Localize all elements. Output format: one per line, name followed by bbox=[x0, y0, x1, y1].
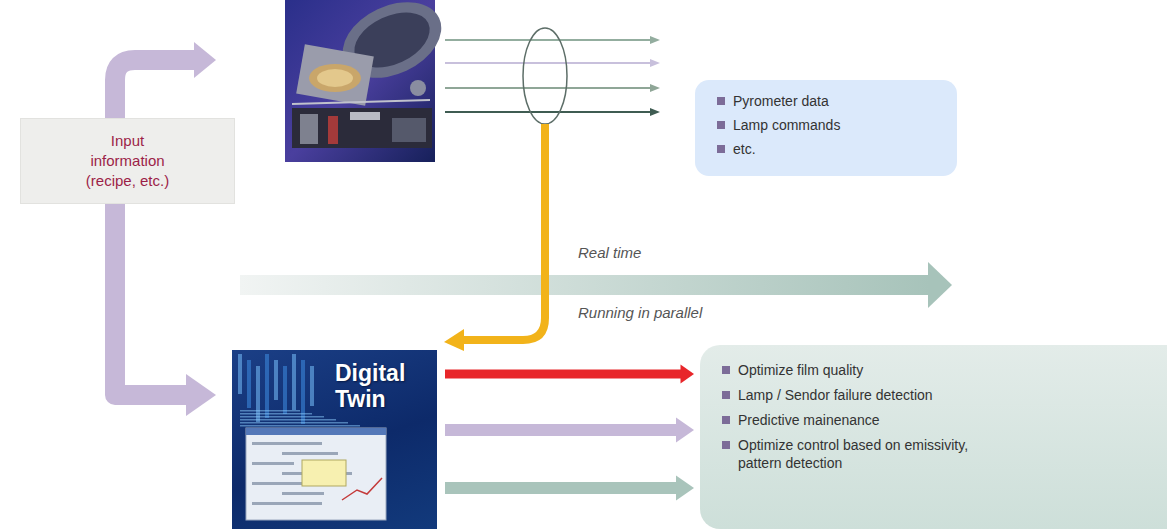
bullet-text: Optimize control based on emissivity, pa… bbox=[738, 436, 1010, 472]
flow-label: Running in parallel bbox=[578, 304, 702, 322]
benefit-box: Optimize film qualityLamp / Sendor failu… bbox=[700, 345, 1167, 529]
bullet-text: etc. bbox=[733, 140, 756, 158]
bullet-square bbox=[722, 441, 730, 449]
parallel-tap-arrow bbox=[444, 124, 545, 351]
bullet-square bbox=[722, 366, 730, 374]
input-text: Input information (recipe, etc.) bbox=[73, 131, 183, 191]
bullet-item: Lamp / Sendor failure detection bbox=[722, 386, 1151, 404]
equipment-photo bbox=[285, 0, 453, 162]
data-box: Pyrometer dataLamp commands etc. bbox=[695, 80, 957, 176]
bullet-square bbox=[717, 121, 725, 129]
bullet-text: Pyrometer data bbox=[733, 92, 829, 110]
bullet-square bbox=[717, 145, 725, 153]
flow-connector bbox=[445, 417, 694, 442]
bullet-text: Lamp commands bbox=[733, 116, 840, 134]
flow-connector bbox=[115, 204, 216, 416]
bullet-text: Lamp / Sendor failure detection bbox=[738, 386, 933, 404]
digital-twin-box: Digital Twin bbox=[232, 350, 437, 529]
bullet-square bbox=[722, 391, 730, 399]
bullet-text: Optimize film quality bbox=[738, 361, 863, 379]
bullet-text: Predictive mainenance bbox=[738, 411, 880, 429]
bullet-square bbox=[717, 97, 725, 105]
signal-lines bbox=[445, 28, 660, 124]
real-time-arrow bbox=[240, 262, 952, 308]
input-box: Input information (recipe, etc.) bbox=[20, 118, 235, 204]
twin-title: Digital Twin bbox=[335, 360, 427, 412]
bullet-square bbox=[722, 416, 730, 424]
bullet-item: Pyrometer data bbox=[717, 92, 941, 110]
digital-twin-art bbox=[232, 350, 437, 529]
flow-label: Real time bbox=[578, 244, 641, 262]
bullet-item: Predictive mainenance bbox=[722, 411, 1151, 429]
flow-connector bbox=[445, 475, 694, 500]
input-to-tool-arrow bbox=[115, 42, 216, 118]
bullet-item: Optimize control based on emissivity, pa… bbox=[722, 436, 1151, 472]
bullet-item: Optimize film quality bbox=[722, 361, 1151, 379]
flow-connector bbox=[445, 365, 694, 384]
bullet-item: etc. bbox=[717, 140, 941, 158]
bullet-item: Lamp commands bbox=[717, 116, 941, 134]
